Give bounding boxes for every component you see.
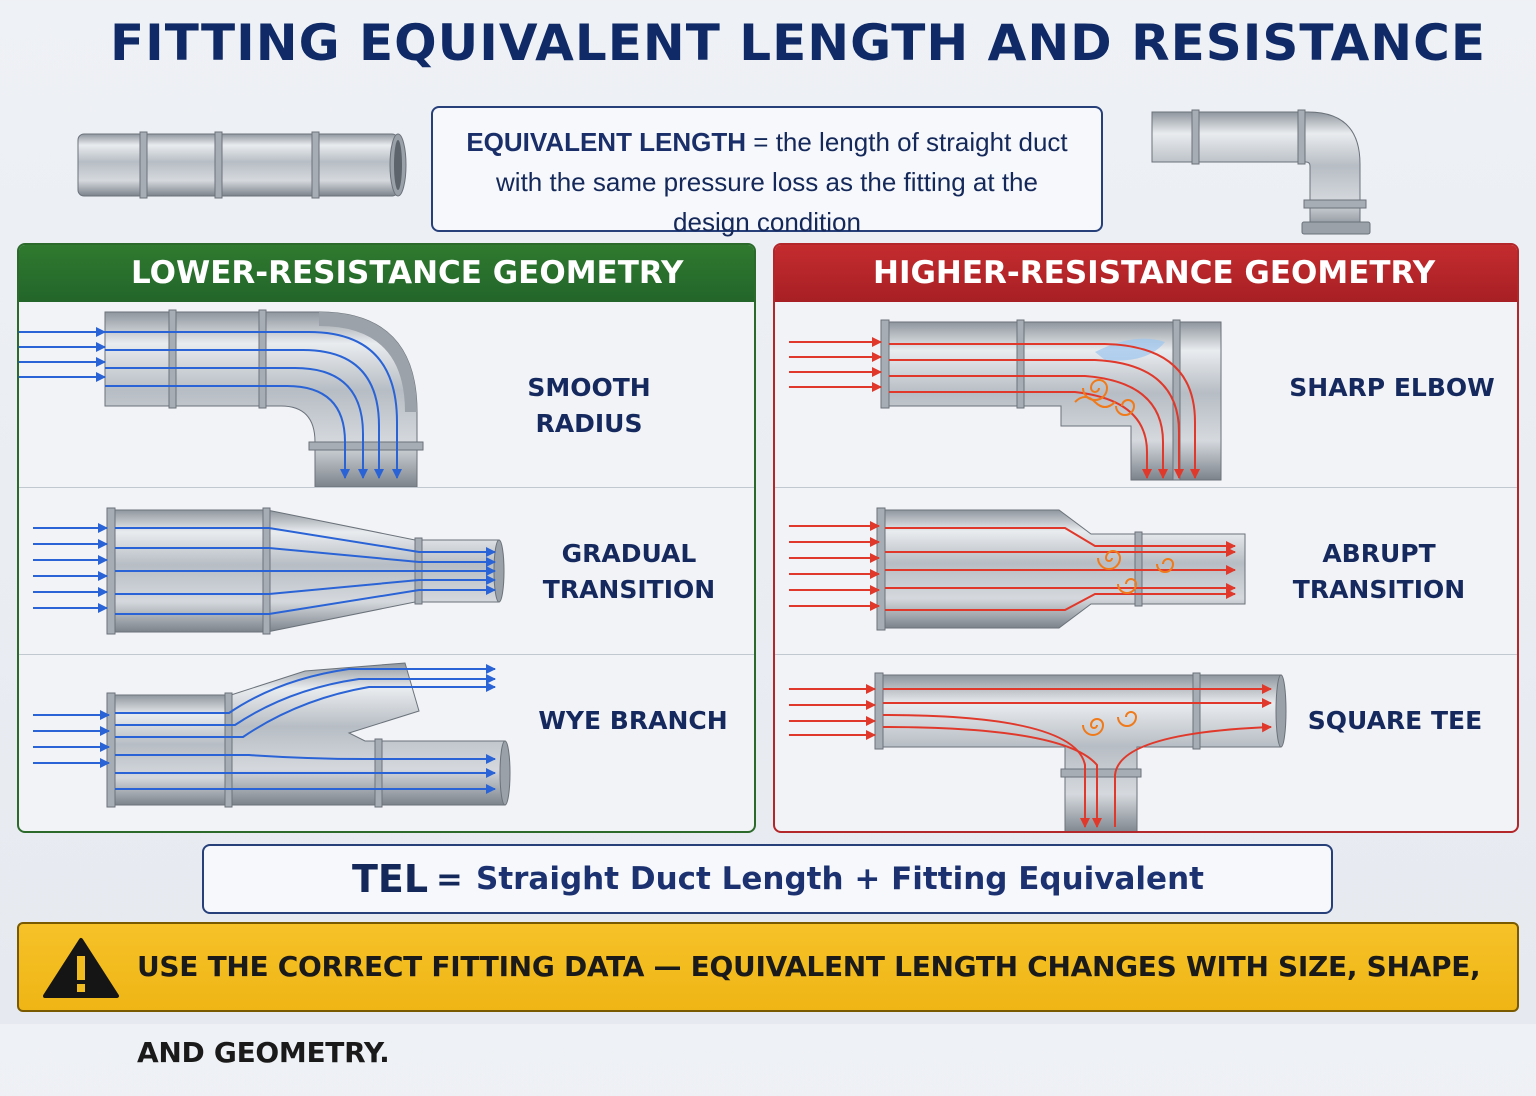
definition-box: EQUIVALENT LENGTH = the length of straig… — [431, 106, 1103, 237]
sharp-elbow-row: SHARP ELBOW — [775, 302, 1517, 487]
square-tee-label: SQUARE TEE — [1307, 706, 1483, 735]
smooth-radius-diagram — [19, 309, 424, 487]
tel-formula-box: TEL = Straight Duct Length + Fitting Equ… — [202, 844, 1333, 963]
square-tee-row: SQUARE TEE — [775, 654, 1517, 831]
higher-resistance-panel: HIGHER-RESISTANCE GEOMETRY — [773, 243, 1519, 833]
warning-text: USE THE CORRECT FITTING DATA — EQUIVALEN… — [137, 950, 1481, 1069]
abrupt-transition-row: ABRUPT TRANSITION — [775, 487, 1517, 655]
smooth-radius-row: SMOOTH RADIUS — [19, 302, 754, 487]
higher-resistance-heading: HIGHER-RESISTANCE GEOMETRY — [775, 245, 1517, 302]
gradual-transition-diagram — [33, 507, 505, 635]
gradual-transition-label: GRADUAL TRANSITION — [529, 536, 729, 608]
page-title: FITTING EQUIVALENT LENGTH AND RESISTANCE — [110, 14, 1486, 72]
abrupt-label-line1: ABRUPT — [1322, 539, 1436, 568]
square-tee-diagram — [789, 672, 1287, 831]
definition-line2: with the same pressure loss as the fitti… — [496, 167, 1038, 197]
tel-symbol: TEL — [352, 857, 429, 901]
straight-duct-icon — [77, 131, 407, 199]
wye-branch-label: WYE BRANCH — [538, 706, 728, 735]
sharp-elbow-diagram — [789, 319, 1222, 481]
elbow-duct-icon — [1151, 109, 1371, 235]
definition-term: EQUIVALENT LENGTH — [466, 127, 747, 157]
tel-equals: = — [436, 860, 463, 898]
warning-banner: USE THE CORRECT FITTING DATA — EQUIVALEN… — [17, 922, 1519, 1069]
wye-branch-diagram — [33, 662, 511, 808]
definition-line1: = the length of straight duct — [746, 127, 1068, 157]
gradual-label-line2: TRANSITION — [542, 575, 716, 604]
smooth-radius-label: SMOOTH RADIUS — [527, 373, 651, 438]
lower-resistance-heading: LOWER-RESISTANCE GEOMETRY — [19, 245, 754, 302]
abrupt-label-line2: TRANSITION — [1292, 575, 1466, 604]
abrupt-transition-diagram — [789, 507, 1246, 631]
wye-branch-row: WYE BRANCH — [19, 654, 754, 831]
warning-triangle-icon — [43, 938, 119, 998]
lower-resistance-panel: LOWER-RESISTANCE GEOMETRY SMOOTH RADIUS — [17, 243, 756, 833]
gradual-label-line1: GRADUAL — [561, 539, 697, 568]
definition-line3: design condition — [673, 207, 861, 237]
sharp-elbow-label: SHARP ELBOW — [1289, 373, 1495, 402]
gradual-transition-row: GRADUAL TRANSITION — [19, 487, 754, 655]
abrupt-transition-label: ABRUPT TRANSITION — [1279, 536, 1479, 608]
